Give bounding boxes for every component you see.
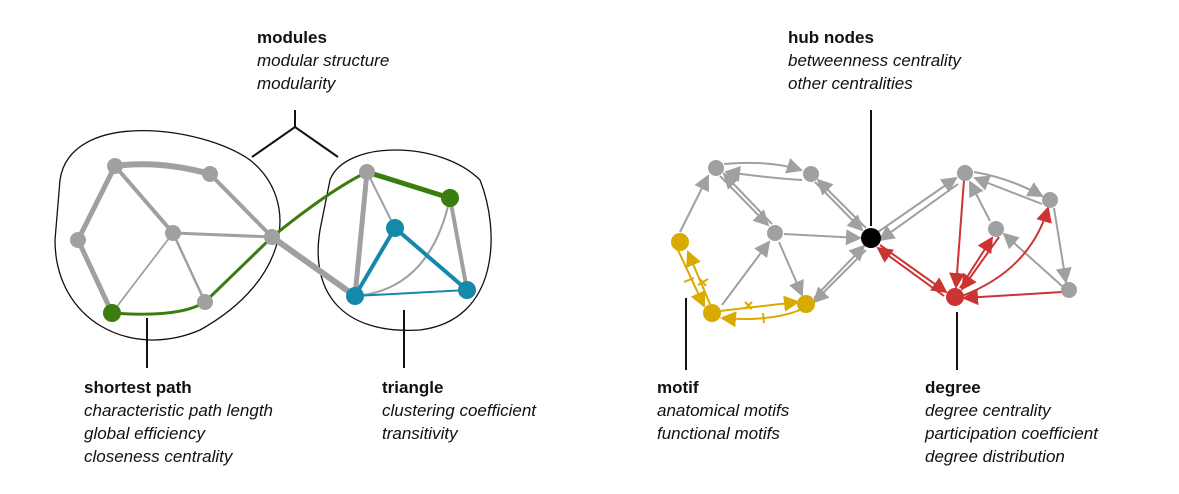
degree-node [946,288,964,306]
module-boundary-right [317,149,492,331]
hub-node [861,228,881,248]
modules-bracket [251,110,339,158]
directed-network [671,110,1077,370]
undirected-network [54,110,492,368]
